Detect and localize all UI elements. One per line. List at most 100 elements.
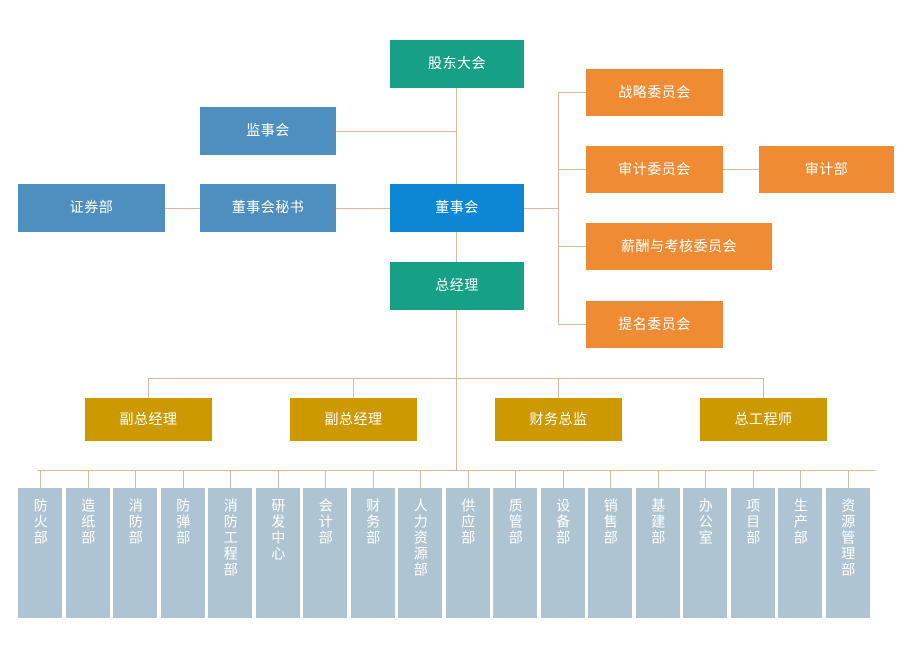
connector-bus-to-department-15 xyxy=(705,470,706,488)
node-general-manager[interactable]: 总经理 xyxy=(390,262,524,310)
node-label: 财务总监 xyxy=(529,410,588,427)
node-label: 造纸部 xyxy=(80,498,97,546)
connector-bus-to-department-2 xyxy=(88,470,89,488)
connector-spine-to-nomination-committee xyxy=(558,324,586,325)
connector-audit-committee-to-audit-department xyxy=(723,169,759,170)
node-label: 股东大会 xyxy=(428,55,486,72)
connector-bus-to-department-13 xyxy=(610,470,611,488)
node-label: 防弹部 xyxy=(175,498,192,546)
node-label: 项目部 xyxy=(745,498,762,546)
connector-spine-to-remuneration-committee xyxy=(558,246,586,247)
connector-board-to-committee-spine xyxy=(524,208,558,209)
node-department-11[interactable]: 质管部 xyxy=(493,488,537,618)
connector-executives-bus xyxy=(148,378,764,379)
node-label: 董事会 xyxy=(435,199,479,216)
node-department-17[interactable]: 生产部 xyxy=(778,488,822,618)
connector-bus-to-department-18 xyxy=(848,470,849,488)
connector-bus-to-department-16 xyxy=(753,470,754,488)
node-label: 资源管理部 xyxy=(840,498,857,578)
node-department-6[interactable]: 研发中心 xyxy=(255,488,300,618)
node-label: 生产部 xyxy=(792,498,809,546)
node-executive-4[interactable]: 总工程师 xyxy=(700,398,827,441)
connector-bus-to-department-9 xyxy=(420,470,421,488)
node-board-of-directors[interactable]: 董事会 xyxy=(390,184,524,232)
node-shareholders-meeting[interactable]: 股东大会 xyxy=(390,40,524,88)
connector-bus-to-department-17 xyxy=(800,470,801,488)
node-nomination-committee[interactable]: 提名委员会 xyxy=(586,301,723,348)
node-department-14[interactable]: 基建部 xyxy=(635,488,680,618)
node-department-8[interactable]: 财务部 xyxy=(350,488,395,618)
node-label: 审计部 xyxy=(804,160,849,177)
node-department-4[interactable]: 防弹部 xyxy=(160,488,205,618)
node-label: 质管部 xyxy=(507,498,524,546)
node-label: 设备部 xyxy=(555,498,572,546)
node-department-16[interactable]: 项目部 xyxy=(730,488,775,618)
node-department-13[interactable]: 销售部 xyxy=(588,488,632,618)
node-label: 总经理 xyxy=(435,277,479,294)
node-label: 薪酬与考核委员会 xyxy=(621,237,737,254)
connector-bus-to-department-4 xyxy=(183,470,184,488)
connector-bus-to-department-12 xyxy=(563,470,564,488)
connector-bus-to-executive-2 xyxy=(353,378,354,398)
node-department-15[interactable]: 办公室 xyxy=(683,488,727,618)
node-audit-committee[interactable]: 审计委员会 xyxy=(586,146,723,193)
node-label: 防火部 xyxy=(32,498,49,546)
node-label: 副总经理 xyxy=(324,410,383,427)
connector-bus-to-department-6 xyxy=(278,470,279,488)
connector-bus-to-department-14 xyxy=(658,470,659,488)
node-department-9[interactable]: 人力资源部 xyxy=(398,488,442,618)
connector-bus-to-department-8 xyxy=(373,470,374,488)
node-label: 提名委员会 xyxy=(618,315,691,332)
connector-bus-to-department-3 xyxy=(135,470,136,488)
connector-secretary-to-board xyxy=(336,208,390,209)
connector-bus-to-executive-4 xyxy=(763,378,764,398)
node-label: 证券部 xyxy=(69,199,114,216)
node-department-2[interactable]: 造纸部 xyxy=(65,488,110,618)
connector-bus-to-executive-1 xyxy=(148,378,149,398)
node-board-secretary[interactable]: 董事会秘书 xyxy=(200,184,336,232)
connector-securities-to-secretary xyxy=(165,208,200,209)
connector-supervisors-to-trunk xyxy=(336,131,456,132)
node-executive-1[interactable]: 副总经理 xyxy=(85,398,212,441)
node-label: 审计委员会 xyxy=(618,160,691,177)
node-label: 办公室 xyxy=(697,498,714,546)
node-audit-department[interactable]: 审计部 xyxy=(759,146,894,193)
connector-committee-spine xyxy=(558,92,559,324)
node-department-10[interactable]: 供应部 xyxy=(445,488,490,618)
connector-spine-to-strategy-committee xyxy=(558,92,586,93)
node-label: 研发中心 xyxy=(270,498,287,562)
node-label: 基建部 xyxy=(650,498,667,546)
connector-bus-to-department-5 xyxy=(230,470,231,488)
node-remuneration-committee[interactable]: 薪酬与考核委员会 xyxy=(586,223,772,270)
node-label: 总工程师 xyxy=(734,410,793,427)
connector-bus-to-department-11 xyxy=(515,470,516,488)
node-securities-department[interactable]: 证券部 xyxy=(18,184,165,232)
connector-bus-to-department-1 xyxy=(40,470,41,488)
node-label: 监事会 xyxy=(246,122,290,139)
node-label: 副总经理 xyxy=(119,410,178,427)
node-label: 人力资源部 xyxy=(412,498,429,578)
node-label: 会计部 xyxy=(317,498,334,546)
connector-departments-bus xyxy=(37,470,876,471)
connector-bus-to-department-7 xyxy=(325,470,326,488)
node-board-of-supervisors[interactable]: 监事会 xyxy=(200,107,336,155)
node-department-12[interactable]: 设备部 xyxy=(540,488,585,618)
node-label: 消防部 xyxy=(127,498,144,546)
connector-spine-to-audit-committee xyxy=(558,169,586,170)
node-label: 销售部 xyxy=(602,498,619,546)
node-label: 财务部 xyxy=(365,498,382,546)
node-department-3[interactable]: 消防部 xyxy=(113,488,157,618)
connector-bus-to-executive-3 xyxy=(558,378,559,398)
node-department-5[interactable]: 消防工程部 xyxy=(208,488,252,618)
node-executive-2[interactable]: 副总经理 xyxy=(290,398,417,441)
node-label: 消防工程部 xyxy=(222,498,239,578)
node-label: 董事会秘书 xyxy=(231,199,305,216)
node-department-1[interactable]: 防火部 xyxy=(18,488,62,618)
node-label: 战略委员会 xyxy=(618,83,691,100)
node-department-18[interactable]: 资源管理部 xyxy=(825,488,870,618)
node-executive-3[interactable]: 财务总监 xyxy=(495,398,622,441)
node-department-7[interactable]: 会计部 xyxy=(303,488,347,618)
connector-bus-to-department-10 xyxy=(468,470,469,488)
node-strategy-committee[interactable]: 战略委员会 xyxy=(586,69,723,116)
